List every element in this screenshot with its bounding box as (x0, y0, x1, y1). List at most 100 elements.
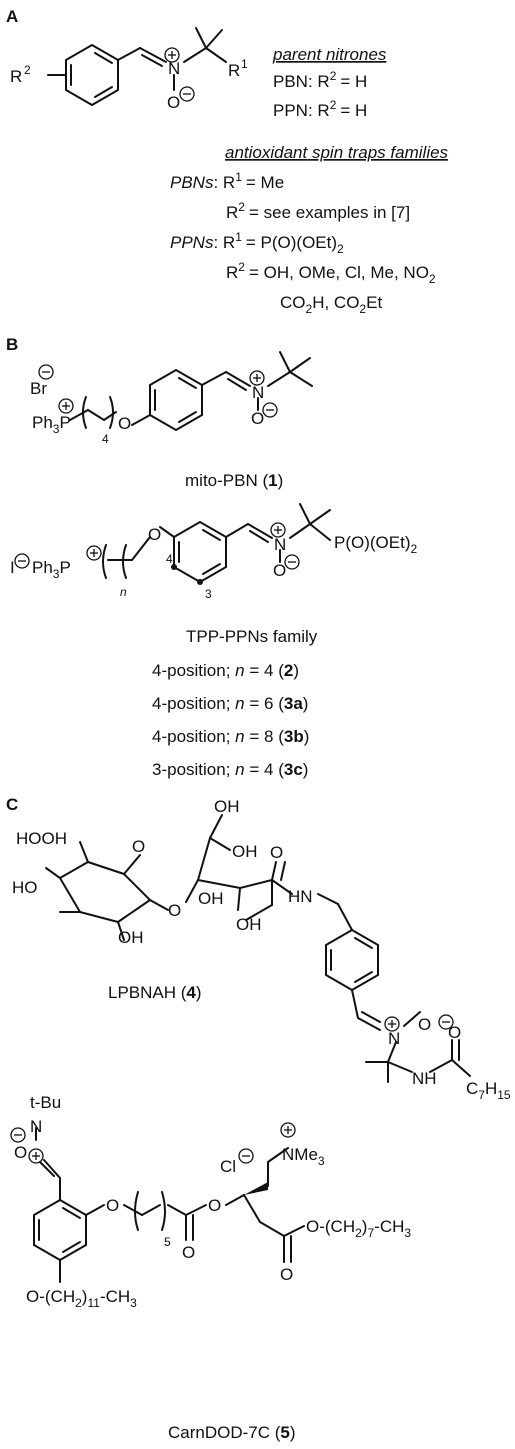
tpp-p: P (59, 558, 70, 577)
glyco-o: O (168, 901, 181, 920)
panel-a-label: A (6, 7, 18, 26)
ppn-text: PPN: R (273, 101, 330, 120)
oh-4: OH (236, 915, 262, 934)
item4-num: 3c (284, 760, 303, 779)
carn-o-minus (10, 1127, 26, 1143)
item2-close: ) (303, 694, 309, 713)
ppns-co2h-sub: 2 (306, 302, 313, 316)
lpbnah-caption: LPBNAH (4) (108, 983, 202, 1002)
ppns-r2-sup: 2 (238, 260, 245, 274)
ph3p-p: P (59, 413, 70, 432)
pbn-text: PBN: R (273, 72, 330, 91)
dod-a: O-(CH (26, 1287, 75, 1306)
ester-o1: O (182, 1243, 195, 1262)
tpp-n-atom: N (274, 535, 286, 554)
br-minus (38, 364, 54, 380)
mito-num: 1 (268, 471, 277, 490)
item2-n: n (235, 694, 244, 713)
ppns-co2et-sub: 2 (359, 302, 366, 316)
r2-atom: R (10, 67, 22, 86)
item3-pos: 4-position; (152, 727, 235, 746)
tpp-o: O (148, 525, 161, 544)
carn-n: N (30, 1117, 42, 1136)
compound-list-item-3: 4-position; n = 8 (3b) (152, 727, 309, 746)
c7-sub: 7 (478, 1088, 485, 1102)
item3-close: ) (304, 727, 310, 746)
mito-name: mito-PBN ( (185, 471, 268, 490)
item3-num: 3b (284, 727, 304, 746)
dod-sub2: 2 (75, 1296, 82, 1310)
oh-part: OH (42, 829, 68, 848)
tpp-ph: Ph (32, 558, 53, 577)
pbn-eq: = H (340, 72, 367, 91)
tpp-po: P(O)(OEt) (334, 533, 411, 552)
c7-h: H (485, 1079, 497, 1098)
ppns-r2-line: R2= OH, OMe, Cl, Me, NO2 (226, 260, 436, 286)
tpp-p-plus (86, 545, 102, 561)
ppns-label: PPNs (170, 233, 214, 252)
pbns-r2-sup: 2 (238, 200, 245, 214)
n-atom: N (168, 59, 180, 78)
compound-list-item-4: 3-position; n = 4 (3c) (152, 760, 308, 779)
lp-n: N (388, 1029, 400, 1048)
hn-atom: HN (288, 887, 313, 906)
ester-o2: O (280, 1265, 293, 1284)
tpp-n: n (120, 585, 127, 599)
ppn-sup: 2 (330, 98, 337, 112)
carn-name: CarnDOD-7C ( (168, 1423, 281, 1442)
parent-word: parent (272, 45, 322, 64)
ppns-co2et-c: Et (366, 293, 382, 312)
item1-pos: 4-position; (152, 661, 235, 680)
pbns-r2: R (226, 203, 238, 222)
lp-num: 4 (186, 983, 196, 1002)
families-word-4: families (390, 143, 448, 162)
cl-atom: Cl (220, 1157, 236, 1176)
carn-5: 5 (164, 1235, 171, 1249)
tpp-ppns-structure (102, 503, 331, 585)
families-word-1: antioxidant (225, 143, 309, 162)
item2-pos: 4-position; (152, 694, 235, 713)
dod-sub11: 11 (87, 1296, 100, 1310)
pbns-r1: : R (213, 173, 235, 192)
carndod-caption: CarnDOD-7C (5) (168, 1423, 296, 1442)
ppns-r1-sub: 2 (337, 242, 344, 256)
oct-a: O-(CH (306, 1217, 355, 1236)
item3-n: n (235, 727, 244, 746)
panel-c-label: C (6, 795, 18, 814)
minus-charge (179, 86, 195, 102)
oct-paren: ) (362, 1217, 368, 1236)
pbns-r2-line: R2= see examples in [7] (226, 200, 410, 222)
p-plus (58, 398, 74, 414)
mito-pbn-caption: mito-PBN (1) (185, 471, 283, 490)
dod-ch: -CH (100, 1287, 130, 1306)
parent-nitrone-structure (47, 27, 227, 106)
ppns-r1-sup: 1 (235, 230, 242, 244)
tpp-caption: TPP-PPNs family (186, 627, 318, 646)
oct-sub3: 3 (404, 1226, 411, 1240)
mito-close: ) (278, 471, 284, 490)
tbu-atom: t-Bu (30, 1093, 61, 1112)
pbns-r1-val: = Me (246, 173, 284, 192)
ph3p-ph: Ph (32, 413, 53, 432)
parent-heading: parent nitrones (272, 45, 387, 64)
item2-eq: = 6 ( (245, 694, 285, 713)
ester-o: O (208, 1196, 221, 1215)
item4-pos: 3-position; (152, 760, 235, 779)
hooh-atom: HOOH (16, 829, 67, 848)
nme3-plus (280, 1122, 296, 1138)
item4-close: ) (303, 760, 309, 779)
item3-eq: = 8 ( (245, 727, 285, 746)
o-atom: O (167, 93, 180, 112)
ppns-co2h-b: H, CO (312, 293, 359, 312)
chain-4: 4 (102, 432, 109, 446)
ring-o: O (132, 837, 145, 856)
panel-b-label: B (6, 335, 18, 354)
ph3p-sub: 3 (53, 422, 60, 436)
item4-eq: = 4 ( (245, 760, 285, 779)
compound-list-item-1: 4-position; n = 4 (2) (152, 661, 299, 680)
mito-o2: O (251, 409, 264, 428)
tpp-o2: O (273, 561, 286, 580)
ppn-eq: = H (340, 101, 367, 120)
i-minus (14, 553, 30, 569)
tpp-ph-sub: 3 (53, 567, 60, 581)
